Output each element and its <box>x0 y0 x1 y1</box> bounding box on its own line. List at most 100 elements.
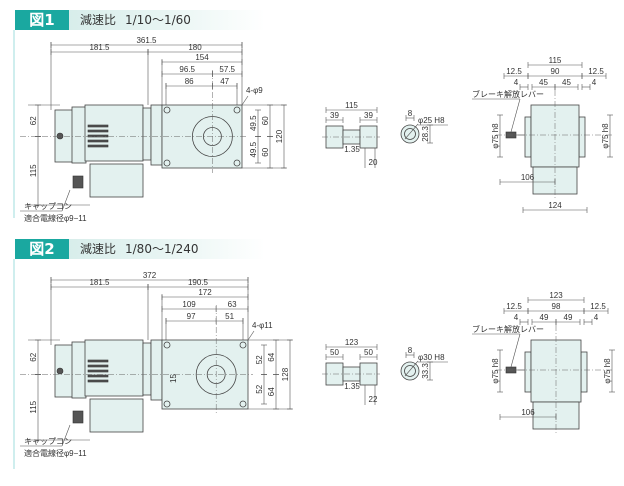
dimension-label: 154 <box>195 53 209 62</box>
brake-flange-left <box>524 351 532 393</box>
cooling-fin <box>87 379 109 383</box>
shaft-depth-label: 20 <box>369 158 378 167</box>
flange-right <box>580 351 588 393</box>
dimension-label: 50 <box>364 348 373 357</box>
dimension-label: 51 <box>225 312 234 321</box>
dimension-label: 181.5 <box>89 43 110 52</box>
holes-label: 4-φ11 <box>252 321 273 330</box>
dimension-line <box>404 123 419 140</box>
dimension-label: 60 <box>261 116 270 125</box>
figure-1-side-bar <box>13 30 15 218</box>
dimension-label: 4 <box>514 78 519 87</box>
dimension-label: 49 <box>540 313 549 322</box>
dimension-label: 50 <box>330 348 339 357</box>
mounting-hole <box>233 159 241 167</box>
dimension-label: φ75 h8 <box>603 358 612 384</box>
dimension-label: 62 <box>29 116 38 125</box>
dimension-label: 45 <box>539 78 548 87</box>
holes-label: 4-φ9 <box>246 86 263 95</box>
dimension-label: 97 <box>187 312 196 321</box>
dimension-label: 115 <box>29 400 38 413</box>
mounting-hole <box>163 400 171 408</box>
dimension-label: 106 <box>521 173 535 182</box>
dimension-label: 12.5 <box>506 67 522 76</box>
dimension-label: 12.5 <box>506 302 522 311</box>
dimension-line <box>404 360 419 377</box>
dimension-label: 49.5 <box>249 141 258 157</box>
gear-flange <box>150 104 163 166</box>
dimension-label: φ75 h8 <box>601 123 610 149</box>
cable-diameter-label: 適合電線径φ9−11 <box>24 213 87 223</box>
cooling-fin <box>87 369 109 373</box>
cap-connector <box>56 132 64 140</box>
motor-end-bracket <box>71 106 87 164</box>
bore-diameter-label: φ30 H8 <box>418 353 445 362</box>
mounting-hole <box>163 106 171 114</box>
cooling-fin <box>87 129 109 133</box>
motor-flange <box>142 342 152 396</box>
dimension-label: 49 <box>564 313 573 322</box>
brake-lever-label: ブレーキ解放レバー <box>472 89 544 99</box>
dimension-line <box>510 98 521 133</box>
dimension-label: 190.5 <box>188 278 209 287</box>
dimension-label: 64 <box>267 387 276 396</box>
chamfer-label: 1.35 <box>344 145 360 154</box>
dimension-label: 106 <box>521 408 535 417</box>
offset-label: 15 <box>169 374 178 383</box>
motor-end-bracket <box>71 341 87 399</box>
dimension-label: 39 <box>330 111 339 120</box>
dimension-label: 33.3 <box>421 363 430 379</box>
dimension-line <box>241 95 249 106</box>
dimension-label: 12.5 <box>588 67 604 76</box>
dimension-label: 120 <box>275 129 284 143</box>
motor-frame <box>84 339 144 397</box>
figure-2-header: 図2 減速比 1/80～1/240 <box>15 239 265 259</box>
dimension-label: 128 <box>281 367 290 381</box>
brake-lever-label: ブレーキ解放レバー <box>472 324 544 334</box>
gear-flange <box>150 339 163 401</box>
figure-2-side-bar <box>13 259 15 469</box>
shaft-depth-label: 22 <box>369 395 378 404</box>
motor-frame <box>84 104 144 162</box>
figure-2-ratio-label: 減速比 <box>80 242 117 256</box>
terminal-box <box>89 163 144 198</box>
dimension-label: 98 <box>552 302 561 311</box>
dimension-label: 180 <box>188 43 202 52</box>
dimension-label: 47 <box>220 77 229 86</box>
dimension-line <box>510 333 521 368</box>
dimension-label: 109 <box>182 300 196 309</box>
dimension-label: 115 <box>345 101 358 110</box>
dimension-label: 115 <box>29 164 38 177</box>
dimension-label: 28.3 <box>421 126 430 142</box>
dimension-label: 52 <box>255 384 264 393</box>
dimension-label: 4 <box>594 313 599 322</box>
cable-diameter-label: 適合電線径φ9−11 <box>24 448 87 458</box>
figure-1-ratio: 1/10～1/60 <box>125 13 191 27</box>
dimension-label: 372 <box>143 271 157 280</box>
dimension-label: 90 <box>551 67 560 76</box>
cap-connector-label: キャップコン <box>24 202 72 211</box>
dimension-label: 39 <box>364 111 373 120</box>
dimension-label: 8 <box>408 109 413 118</box>
dimension-label: 361.5 <box>136 36 157 45</box>
figure-1-header: 図1 減速比 1/10～1/60 <box>15 10 265 30</box>
dimension-label: 123 <box>345 338 359 347</box>
bore-diameter-label: φ25 H8 <box>418 116 445 125</box>
dimension-label: 4 <box>592 78 597 87</box>
dimension-label: 115 <box>549 56 562 65</box>
cooling-fin <box>87 134 109 138</box>
dimension-label: 8 <box>408 346 413 355</box>
brake-flange-left <box>524 116 532 158</box>
dimension-label: 57.5 <box>219 65 235 74</box>
mounting-hole <box>163 341 171 349</box>
dimension-line <box>61 424 71 447</box>
mounting-hole <box>233 106 241 114</box>
cooling-fin <box>87 139 109 143</box>
dimension-label: φ75 h8 <box>491 123 500 149</box>
dimension-line <box>61 189 71 212</box>
cap-connector <box>56 367 64 375</box>
cooling-fin <box>87 144 109 148</box>
figure-1-ratio-label: 減速比 <box>80 13 117 27</box>
chamfer-label: 1.35 <box>344 382 360 391</box>
